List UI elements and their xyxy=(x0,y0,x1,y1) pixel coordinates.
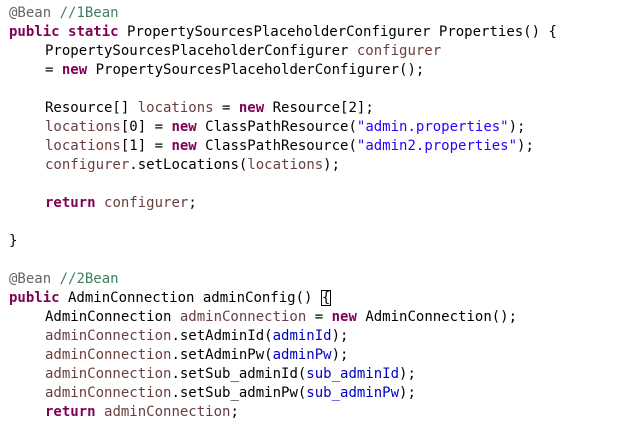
code-token: = xyxy=(306,309,332,325)
code-line[interactable]: = new PropertySourcesPlaceholderConfigur… xyxy=(9,61,633,80)
keyword-token: public xyxy=(9,24,60,40)
code-token: } xyxy=(9,233,18,249)
code-line[interactable]: AdminConnection adminConnection = new Ad… xyxy=(9,308,633,327)
code-line[interactable]: PropertySourcesPlaceholderConfigurer con… xyxy=(9,42,633,61)
variable-token: adminConnection xyxy=(179,309,307,325)
variable-token: configurer xyxy=(104,195,189,211)
code-line[interactable]: adminConnection.setAdminId(adminId); xyxy=(9,327,633,346)
code-line[interactable]: return configurer; xyxy=(9,194,633,213)
string-literal-token: "admin2.properties" xyxy=(356,138,518,154)
code-token xyxy=(60,24,68,40)
code-token xyxy=(51,271,59,287)
variable-token: adminConnection xyxy=(45,385,172,401)
keyword-token: static xyxy=(68,24,119,40)
code-line[interactable] xyxy=(9,80,633,99)
code-line[interactable]: return adminConnection; xyxy=(9,403,633,422)
code-token: ); xyxy=(331,347,349,363)
code-line[interactable]: adminConnection.setAdminPw(adminPw); xyxy=(9,346,633,365)
code-token: ClassPathResource( xyxy=(196,138,357,154)
variable-token: locations xyxy=(45,138,121,154)
code-token: AdminConnection(); xyxy=(356,309,518,325)
keyword-token: new xyxy=(238,100,265,116)
code-token: [1] = xyxy=(120,138,172,154)
keyword-token: return xyxy=(45,195,96,211)
code-line[interactable]: adminConnection.setSub_adminId(sub_admin… xyxy=(9,365,633,384)
code-token: AdminConnection xyxy=(45,309,180,325)
variable-token: locations xyxy=(45,119,121,135)
code-line[interactable]: } xyxy=(9,232,633,251)
code-token: ); xyxy=(323,157,341,173)
code-token: = xyxy=(213,100,239,116)
code-token: PropertySourcesPlaceholderConfigurer xyxy=(45,43,357,59)
code-line[interactable] xyxy=(9,251,633,270)
variable-token: locations xyxy=(137,100,214,116)
code-token: ); xyxy=(399,385,416,401)
annotation-token: @Bean xyxy=(9,271,52,287)
code-line[interactable] xyxy=(9,175,633,194)
variable-token: configurer xyxy=(356,43,442,59)
keyword-token: new xyxy=(61,62,88,78)
keyword-token: new xyxy=(171,119,197,135)
code-token xyxy=(96,404,104,420)
keyword-token: new xyxy=(171,138,197,154)
keyword-token: public xyxy=(9,290,60,306)
code-line[interactable]: public AdminConnection adminConfig() { xyxy=(9,289,633,308)
code-token: ); xyxy=(399,366,416,382)
string-literal-token: "admin.properties" xyxy=(356,119,509,135)
code-token: .setAdminPw( xyxy=(171,347,273,363)
annotation-token: @Bean xyxy=(9,5,52,21)
variable-token: adminConnection xyxy=(45,328,172,344)
code-token: .setSub_adminPw( xyxy=(171,385,307,401)
keyword-token: return xyxy=(45,404,96,420)
code-line[interactable]: locations[1] = new ClassPathResource("ad… xyxy=(9,137,633,156)
field-token: sub_adminPw xyxy=(306,385,400,401)
code-token: Resource[2]; xyxy=(264,100,374,116)
code-token: PropertySourcesPlaceholderConfigurer Pro… xyxy=(118,24,557,40)
variable-token: adminConnection xyxy=(45,366,172,382)
variable-token: configurer xyxy=(45,157,130,173)
code-token: .setSub_adminId( xyxy=(171,366,307,382)
code-token xyxy=(51,5,59,21)
code-line[interactable] xyxy=(9,213,633,232)
code-token: = xyxy=(45,62,62,78)
code-token: AdminConnection adminConfig() xyxy=(59,290,321,306)
code-token: PropertySourcesPlaceholderConfigurer(); xyxy=(87,62,425,78)
code-line[interactable]: Resource[] locations = new Resource[2]; xyxy=(9,99,633,118)
code-token: ; xyxy=(188,195,197,211)
code-line[interactable]: adminConnection.setSub_adminPw(sub_admin… xyxy=(9,384,633,403)
code-line[interactable]: locations[0] = new ClassPathResource("ad… xyxy=(9,118,633,137)
code-token xyxy=(96,195,104,211)
variable-token: locations xyxy=(247,157,324,173)
code-line[interactable]: public static PropertySourcesPlaceholder… xyxy=(9,23,633,42)
field-token: adminPw xyxy=(272,347,332,363)
code-token: ); xyxy=(331,328,349,344)
comment-token: //1Bean xyxy=(59,5,119,21)
comment-token: //2Bean xyxy=(59,271,119,287)
code-token: ); xyxy=(508,119,526,135)
field-token: sub_adminId xyxy=(306,366,400,382)
code-line[interactable]: @Bean //2Bean xyxy=(9,270,633,289)
code-token: .setAdminId( xyxy=(171,328,273,344)
variable-token: adminConnection xyxy=(104,404,231,420)
code-token: [0] = xyxy=(120,119,172,135)
code-token: .setLocations( xyxy=(129,157,248,173)
code-line[interactable]: @Bean //1Bean xyxy=(9,4,633,23)
code-token: ); xyxy=(517,138,534,154)
keyword-token: new xyxy=(331,309,357,325)
code-token: Resource[] xyxy=(45,100,138,116)
code-token: ; xyxy=(230,404,239,420)
field-token: adminId xyxy=(272,328,332,344)
code-line[interactable]: configurer.setLocations(locations); xyxy=(9,156,633,175)
code-token: ClassPathResource( xyxy=(196,119,357,135)
matched-bracket-highlight: { xyxy=(320,290,332,306)
variable-token: adminConnection xyxy=(45,347,172,363)
